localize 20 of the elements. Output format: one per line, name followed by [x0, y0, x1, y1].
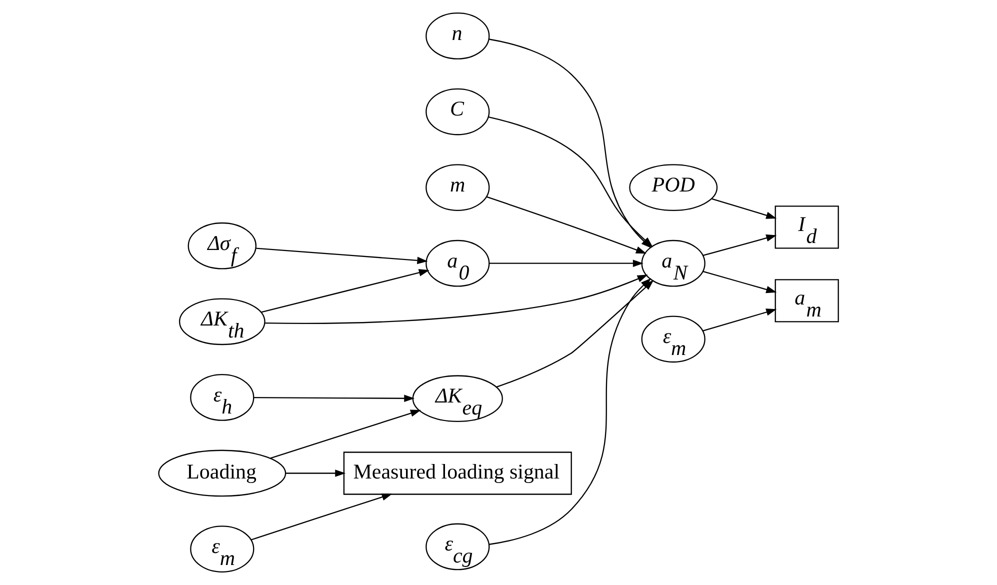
arrow [256, 248, 428, 264]
arrow [261, 269, 430, 313]
arrow [250, 493, 392, 540]
arrow [270, 410, 422, 459]
node-ellipse: POD [629, 164, 718, 211]
arrow [712, 198, 777, 219]
node-ellipse: m [426, 164, 490, 211]
arrow [254, 394, 415, 402]
arrow [702, 234, 777, 256]
arrow [702, 270, 777, 294]
arrow [265, 274, 648, 324]
node-ellipse: C [426, 88, 490, 136]
arrow [489, 260, 644, 268]
arrow [286, 470, 346, 477]
arrow [702, 308, 777, 332]
arrow [486, 196, 647, 254]
node-ellipse: n [426, 12, 490, 60]
node-ellipse: Loading [158, 450, 286, 497]
node-box: Measured loading signal [343, 452, 572, 495]
arrow [489, 278, 652, 545]
